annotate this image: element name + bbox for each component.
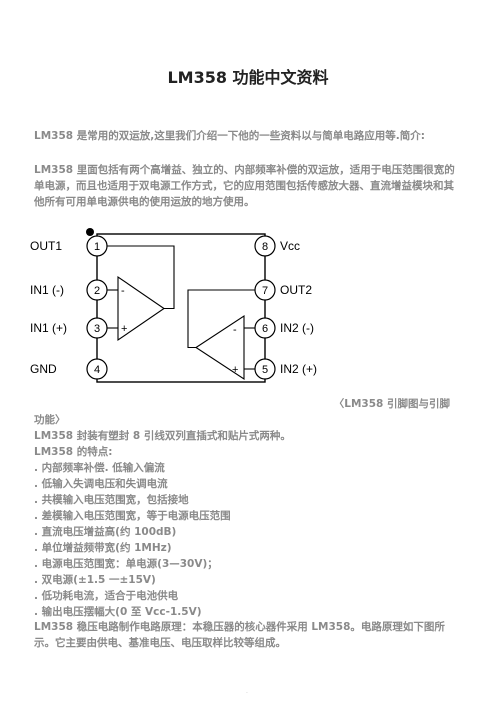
svg-text:4: 4 [94, 364, 100, 376]
pin-label-vcc: Vcc [280, 239, 300, 253]
pin-4: 4 [86, 358, 108, 380]
pin-3: 3 [86, 317, 108, 339]
feature-item: . 内部频率补偿. 低输入偏流 [34, 462, 165, 474]
svg-text:2: 2 [94, 285, 100, 297]
feature-item: . 共模输入电压范围宽，包括接地 [34, 494, 189, 506]
pin-1: 1 [86, 235, 108, 257]
package-outline [96, 233, 266, 383]
pin-5: 5 [254, 358, 276, 380]
footer-mark: · [246, 690, 248, 697]
svg-text:7: 7 [262, 285, 268, 297]
svg-text:6: 6 [262, 323, 268, 335]
pin-label-out1: OUT1 [30, 239, 62, 253]
intro-paragraph-1: LM358 是常用的双运放,这里我们介绍一下他的一些资料以与简单电路应用等.简介… [34, 130, 425, 142]
op-amp-2-plus-sign: + [232, 364, 238, 376]
feature-item: . 电源电压范围宽：单电源(3—30V)； [34, 558, 218, 570]
body-line-1: LM358 封装有塑封 8 引线双列直插式和贴片式两种。 [34, 430, 291, 442]
op-amp-1-plus-sign: + [121, 323, 127, 335]
pin1-marker-dot [86, 228, 94, 236]
svg-text:3: 3 [94, 323, 100, 335]
pin-label-in2-minus: IN2 (-) [280, 321, 314, 335]
op-amp-2 [187, 289, 255, 381]
op-amp-1 [107, 245, 175, 342]
pin-label-in1-plus: IN1 (+) [30, 321, 67, 335]
svg-text:8: 8 [262, 241, 268, 253]
svg-text:5: 5 [262, 364, 268, 376]
pin-6: 6 [254, 317, 276, 339]
feature-item: . 差模输入电压范围宽，等于电源电压范围 [34, 510, 231, 522]
diagram-caption-continued: 功能〉 [34, 414, 66, 426]
op-amp-2-minus-sign: - [233, 324, 237, 336]
pin-label-out2: OUT2 [280, 283, 312, 297]
intro-paragraph-2: LM358 里面包括有两个高增益、独立的、内部频率补偿的双运放，适用于电压范围很… [34, 164, 455, 208]
diagram-caption: 〈LM358 引脚图与引脚 [333, 398, 450, 410]
lm358-pinout-diagram: 1 2 3 4 8 7 6 5 OUT1 IN1 (-) IN1 (+) GND… [30, 228, 317, 383]
closing-paragraph: LM358 稳压电路制作电路原理：本稳压器的核心器件采用 LM358。电路原理如… [34, 621, 445, 649]
pin-label-in1-minus: IN1 (-) [30, 283, 64, 297]
page-title: LM358 功能中文资料 [167, 68, 329, 87]
feature-item: . 双电源(±1.5 一±15V) [34, 574, 156, 586]
body-line-2: LM358 的特点: [34, 446, 113, 458]
feature-item: . 直流电压增益高(约 100dB) [34, 526, 177, 538]
pin-8: 8 [254, 235, 276, 257]
pin-2: 2 [86, 279, 108, 301]
feature-item: . 单位增益频带宽(约 1MHz) [34, 542, 172, 554]
feature-item: . 低输入失调电压和失调电流 [34, 478, 168, 490]
pin-label-in2-plus: IN2 (+) [280, 362, 317, 376]
feature-item: . 低功耗电流，适合于电池供电 [34, 590, 179, 602]
feature-item: . 输出电压摆幅大(0 至 Vcc-1.5V) [34, 606, 202, 618]
pin-label-gnd: GND [30, 362, 57, 376]
pin-7: 7 [254, 279, 276, 301]
svg-text:1: 1 [94, 241, 100, 253]
op-amp-1-minus-sign: - [121, 285, 125, 297]
